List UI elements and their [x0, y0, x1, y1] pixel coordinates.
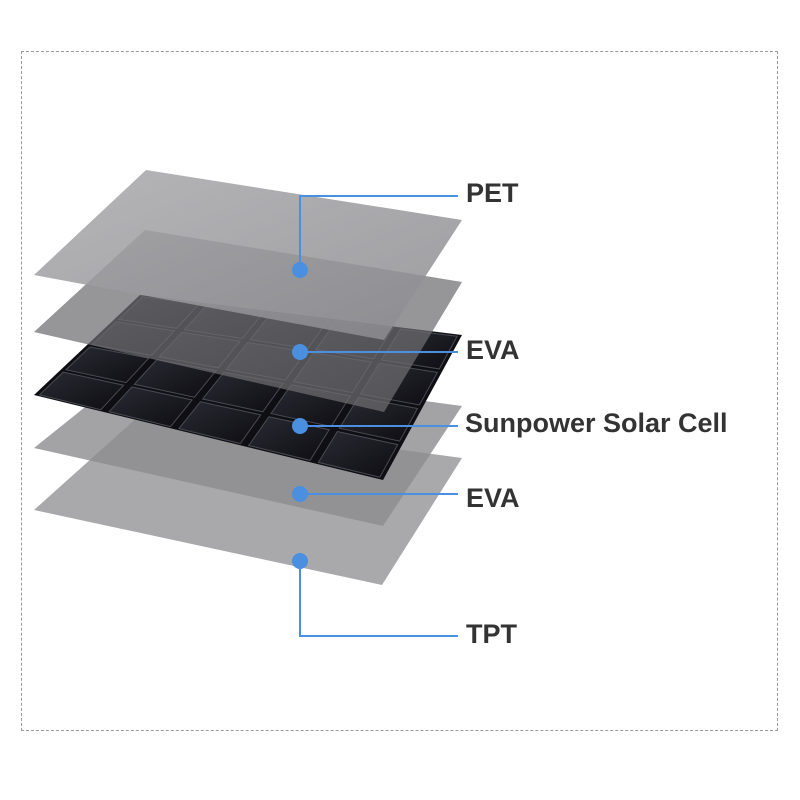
eva-upper-label: EVA [466, 337, 520, 364]
pet-callout-dot [292, 262, 308, 278]
pet-label: PET [466, 180, 519, 207]
solar-cell-label: Sunpower Solar Cell [465, 410, 728, 437]
eva-lower-label: EVA [466, 485, 520, 512]
eva-upper-callout-dot [292, 344, 308, 360]
tpt-label: TPT [466, 621, 517, 648]
cell-callout-dot [292, 418, 308, 434]
tpt-callout-dot [292, 553, 308, 569]
eva-lower-callout-dot [292, 486, 308, 502]
